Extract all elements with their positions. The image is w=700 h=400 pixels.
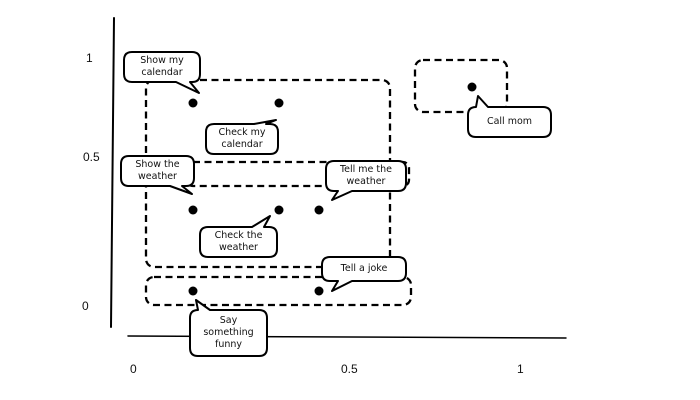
y-axis: [110, 17, 115, 328]
x-tick-1: 1: [517, 362, 524, 376]
y-tick-1: 1: [86, 51, 93, 65]
bubble-call-mom: [467, 95, 552, 138]
bubble-show-calendar: [123, 51, 201, 94]
cluster-box-fun: [144, 275, 413, 307]
point-show-calendar: [188, 98, 198, 108]
point-check-calendar: [274, 98, 284, 108]
point-call-mom: [467, 82, 477, 92]
bubble-tell-weather: [325, 160, 407, 201]
x-tick-0: 0: [130, 362, 137, 376]
x-tick-0-5: 0.5: [341, 362, 358, 376]
bubble-check-calendar: [205, 119, 279, 155]
point-show-weather: [188, 205, 198, 215]
bubble-say-funny: [189, 299, 268, 357]
cluster-box-call: [413, 58, 509, 114]
point-tell-joke: [314, 286, 324, 296]
y-tick-0-5: 0.5: [83, 150, 100, 164]
point-say-funny: [188, 286, 198, 296]
bubble-tell-joke: [321, 256, 407, 292]
bubble-check-weather: [199, 215, 278, 258]
bubble-show-weather: [120, 155, 195, 195]
point-tell-weather: [314, 205, 324, 215]
point-check-weather: [274, 205, 284, 215]
y-tick-0: 0: [82, 299, 89, 313]
